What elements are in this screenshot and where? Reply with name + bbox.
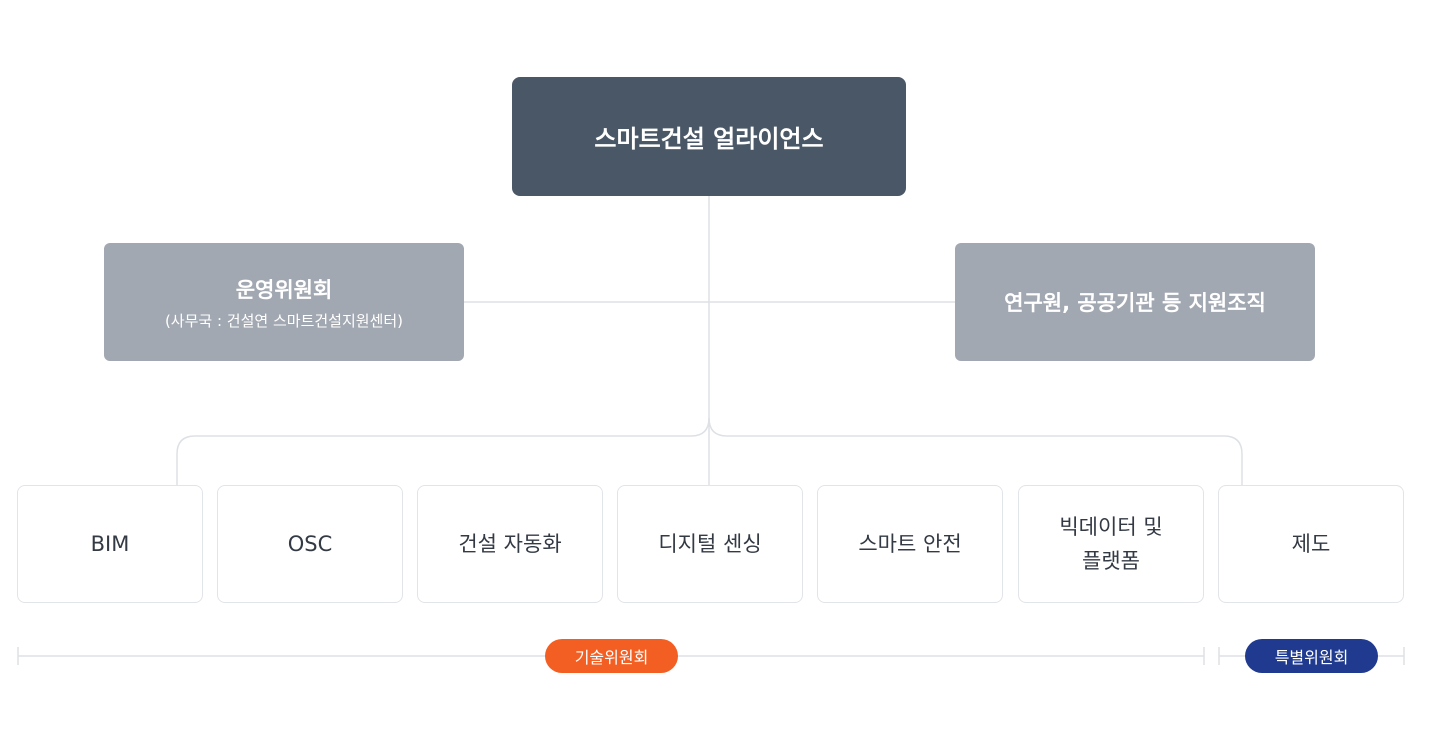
technical-committee-label: 기술위원회 bbox=[574, 648, 649, 667]
category-label: BIM bbox=[90, 532, 130, 556]
category-bigdata-platform: 빅데이터 및 플랫폼 bbox=[1018, 485, 1204, 603]
category-label: 제도 bbox=[1291, 532, 1331, 556]
steering-committee-title: 운영위원회 bbox=[235, 277, 333, 302]
category-construction-automation: 건설 자동화 bbox=[417, 485, 603, 603]
category-osc: OSC bbox=[217, 485, 403, 603]
category-institution: 제도 bbox=[1218, 485, 1404, 603]
root-title: 스마트건설 얼라이언스 bbox=[594, 125, 824, 153]
steering-committee-subtitle: (사무국 : 건설연 스마트건설지원센터) bbox=[164, 311, 404, 330]
category-label-line2: 플랫폼 bbox=[1082, 549, 1140, 573]
root-node: 스마트건설 얼라이언스 bbox=[512, 77, 906, 196]
technical-committee-badge: 기술위원회 bbox=[545, 639, 678, 673]
special-committee-label: 특별위원회 bbox=[1274, 648, 1349, 667]
category-label: OSC bbox=[287, 532, 333, 556]
special-committee-badge: 특별위원회 bbox=[1245, 639, 1378, 673]
category-label: 건설 자동화 bbox=[458, 532, 562, 556]
category-smart-safety: 스마트 안전 bbox=[817, 485, 1003, 603]
support-organization-node: 연구원, 공공기관 등 지원조직 bbox=[955, 243, 1315, 361]
steering-committee-node: 운영위원회 (사무국 : 건설연 스마트건설지원센터) bbox=[104, 243, 464, 361]
bracket-right bbox=[708, 417, 1243, 485]
category-label: 스마트 안전 bbox=[858, 532, 962, 556]
category-label-line1: 빅데이터 및 bbox=[1059, 515, 1163, 539]
bracket-left bbox=[176, 417, 710, 485]
category-label: 디지털 센싱 bbox=[658, 532, 762, 556]
support-organization-title: 연구원, 공공기관 등 지원조직 bbox=[1004, 291, 1266, 315]
category-bim: BIM bbox=[17, 485, 203, 603]
category-digital-sensing: 디지털 센싱 bbox=[617, 485, 803, 603]
